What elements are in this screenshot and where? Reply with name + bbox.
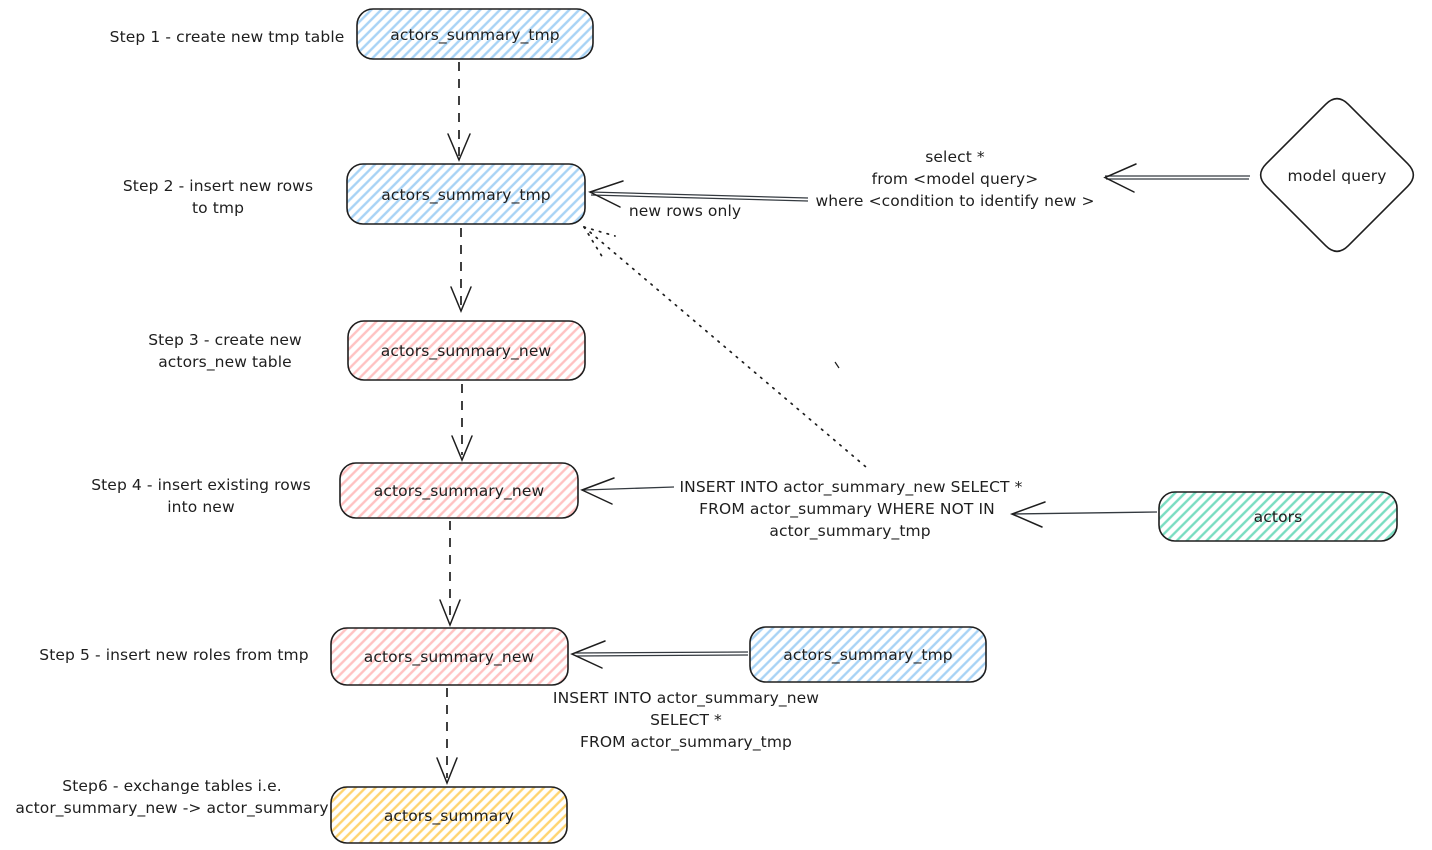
stray-mark — [834, 361, 840, 369]
select-query-line2: from <model query> — [872, 170, 1039, 188]
insert-existing-line1: INSERT INTO actor_summary_new SELECT * — [680, 478, 1023, 497]
select-query-line1: select * — [925, 148, 985, 166]
node-step3-actors-summary-new: actors_summary_new — [347, 320, 586, 381]
arrow-step3-to-step4 — [451, 384, 473, 462]
arrow-model-query-to-select-text — [1103, 163, 1250, 193]
node-step1-label: actors_summary_tmp — [390, 26, 560, 45]
node-step2-actors-summary-tmp: actors_summary_tmp — [346, 163, 586, 225]
step4-label-line2: into new — [167, 498, 235, 516]
step5-label: Step 5 - insert new roles from tmp — [39, 646, 308, 664]
node-step1-actors-summary-tmp: actors_summary_tmp — [356, 8, 594, 60]
step1-label: Step 1 - create new tmp table — [110, 28, 345, 46]
insert-from-tmp-line1: INSERT INTO actor_summary_new — [553, 689, 819, 708]
arrow-step1-to-step2 — [447, 62, 471, 162]
new-rows-only-label: new rows only — [629, 202, 741, 220]
node-step5-label: actors_summary_new — [364, 648, 535, 667]
node-step4-label: actors_summary_new — [374, 482, 545, 501]
node-step6-actors-summary: actors_summary — [330, 786, 568, 844]
node-step6-label: actors_summary — [384, 807, 514, 826]
node-step2-label: actors_summary_tmp — [381, 186, 551, 205]
arrow-sql-to-step4 — [580, 477, 675, 505]
node-model-query-label: model query — [1287, 167, 1386, 185]
arrow-step4-to-step5 — [439, 521, 461, 628]
node-tmp-source-step5: actors_summary_tmp — [749, 626, 987, 683]
arrow-tmp-to-step5 — [570, 640, 749, 669]
select-query-line3: where <condition to identify new > — [815, 192, 1094, 210]
insert-from-tmp-line2: SELECT * — [650, 711, 722, 729]
step2-label-line2: to tmp — [192, 199, 244, 217]
step3-label-line2: actors_new table — [158, 353, 292, 372]
arrow-step2-to-step3 — [450, 228, 472, 313]
insert-existing-line3: actor_summary_tmp — [769, 522, 930, 541]
arrow-select-text-to-step2 — [588, 180, 809, 208]
step3-label-line1: Step 3 - create new — [148, 331, 302, 349]
node-actors-label: actors — [1254, 508, 1303, 526]
node-tmp-source-label: actors_summary_tmp — [783, 646, 953, 665]
node-actors-table: actors — [1158, 491, 1398, 542]
step4-label-line1: Step 4 - insert existing rows — [91, 476, 311, 494]
step6-label-line1: Step6 - exchange tables i.e. — [62, 777, 282, 795]
arrow-step5-to-step6 — [436, 688, 458, 786]
node-step3-label: actors_summary_new — [381, 342, 552, 361]
step2-label-line1: Step 2 - insert new rows — [123, 177, 313, 195]
step6-label-line2: actor_summary_new -> actor_summary — [15, 799, 328, 818]
dotted-arrow-sql-to-step2 — [583, 226, 867, 468]
node-step5-actors-summary-new: actors_summary_new — [330, 627, 569, 686]
node-model-query-diamond: model query — [1259, 97, 1415, 253]
node-step4-actors-summary-new: actors_summary_new — [339, 462, 579, 519]
arrow-actors-to-sql — [1009, 501, 1158, 528]
insert-from-tmp-line3: FROM actor_summary_tmp — [580, 733, 792, 752]
insert-existing-line2: FROM actor_summary WHERE NOT IN — [699, 500, 995, 519]
